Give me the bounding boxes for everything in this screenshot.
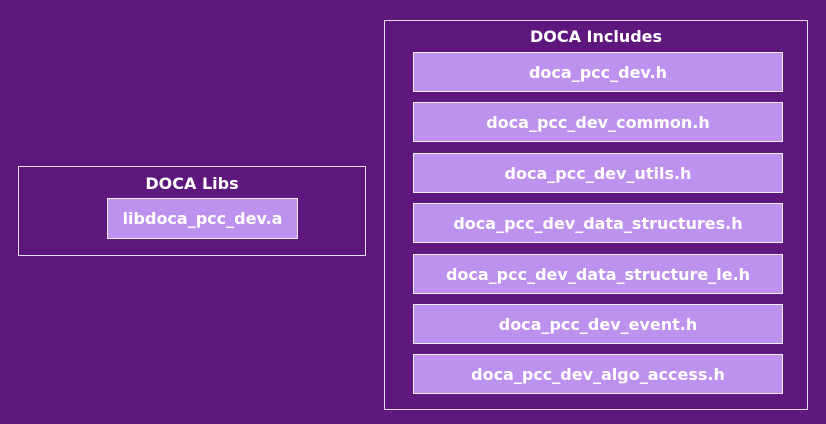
include-item: doca_pcc_dev_common.h: [413, 102, 783, 142]
doca-libs-title: DOCA Libs: [145, 174, 239, 193]
include-item: doca_pcc_dev_utils.h: [413, 153, 783, 193]
lib-item-libdoca-pcc-dev: libdoca_pcc_dev.a: [107, 198, 298, 239]
include-item: doca_pcc_dev_algo_access.h: [413, 354, 783, 394]
doca-libs-group: DOCA Libs libdoca_pcc_dev.a: [18, 166, 366, 256]
doca-includes-group: DOCA Includes doca_pcc_dev.h doca_pcc_de…: [384, 20, 808, 410]
doca-includes-title: DOCA Includes: [529, 27, 663, 46]
include-item: doca_pcc_dev_event.h: [413, 304, 783, 344]
include-item: doca_pcc_dev_data_structures.h: [413, 203, 783, 243]
include-item: doca_pcc_dev_data_structure_le.h: [413, 254, 783, 294]
include-item: doca_pcc_dev.h: [413, 52, 783, 92]
